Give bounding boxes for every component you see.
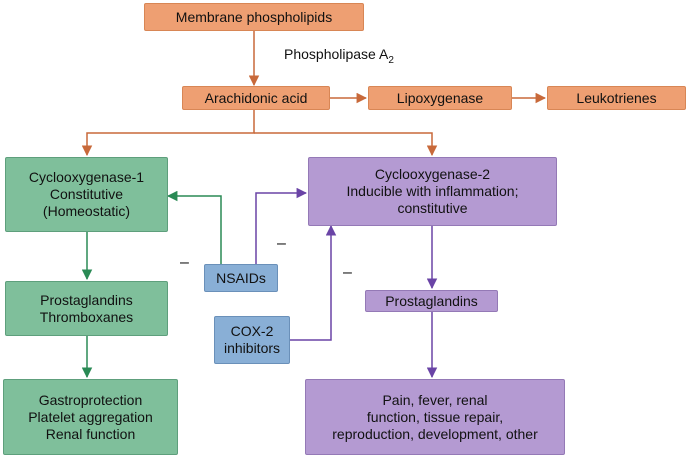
lipoxygenase-box: Lipoxygenase (368, 86, 512, 110)
pg-tx-line-2: Thromboxanes (39, 308, 134, 325)
prostaglandins-thromboxanes-box: Prostaglandins Thromboxanes (5, 281, 168, 336)
nsaids-label: NSAIDs (216, 269, 266, 286)
leukotrienes-label: Leukotrienes (576, 89, 657, 106)
cox2-line-1: Cyclooxygenase-2 (374, 166, 491, 182)
cox1-effects-line-2: Platelet aggregation (28, 408, 153, 425)
cox2-effects-line-2: function, tissue repair, (366, 408, 504, 425)
prostaglandins-box: Prostaglandins (365, 290, 498, 312)
inhibit-symbol-cox2-inhibitors: – (343, 264, 352, 281)
cox2-line-2: Inducible with inflammation; (346, 183, 519, 199)
cox2-line-3: constitutive (397, 200, 468, 216)
arrow-nsaids-to-cox2 (255, 187, 308, 264)
arrow-arachidonic-to-cox2 (254, 132, 438, 157)
cox1-effects-line-3: Renal function (45, 425, 136, 442)
inhibit-symbol-cox2-nsaids: – (277, 235, 286, 252)
cox2-inhibitors-line-1: COX-2 (230, 323, 274, 339)
arrow-arachidonic-split (81, 110, 255, 157)
cox1-effects-box: Gastroprotection Platelet aggregation Re… (3, 379, 178, 455)
prostaglandins-label: Prostaglandins (385, 292, 478, 309)
cox2-effects-line-1: Pain, fever, renal (382, 391, 488, 408)
inhibit-symbol-cox1: – (180, 254, 189, 271)
cox1-line-3: (Homeostatic) (42, 203, 131, 219)
nsaids-box: NSAIDs (204, 264, 278, 292)
cox1-line-1: Cyclooxygenase-1 (28, 169, 145, 185)
arrow-nsaids-to-cox1 (166, 190, 222, 264)
cox2-inhibitors-box: COX-2 inhibitors (214, 316, 290, 364)
lipoxygenase-label: Lipoxygenase (396, 89, 484, 106)
cox1-box: Cyclooxygenase-1 Constitutive (Homeostat… (5, 157, 168, 232)
cox1-effects-line-1: Gastroprotection (38, 391, 143, 408)
arachidonic-acid-label: Arachidonic acid (204, 89, 308, 106)
cox2-box: Cyclooxygenase-2 Inducible with inflamma… (308, 157, 557, 226)
cox2-inhibitors-line-2: inhibitors (223, 340, 281, 356)
pg-tx-line-1: Prostaglandins (40, 291, 133, 308)
cox2-effects-line-3: reproduction, development, other (332, 425, 538, 442)
phospholipase-label: Phospholipase A2 (284, 46, 394, 66)
membrane-phospholipids-box: Membrane phospholipids (144, 3, 364, 31)
leukotrienes-box: Leukotrienes (547, 86, 686, 110)
cox2-effects-box: Pain, fever, renal function, tissue repa… (305, 379, 565, 455)
cox1-line-2: Constitutive (49, 186, 124, 202)
arrow-cox2inhib-to-cox2 (290, 224, 337, 341)
arachidonic-acid-box: Arachidonic acid (182, 86, 330, 110)
membrane-phospholipids-label: Membrane phospholipids (175, 8, 333, 25)
